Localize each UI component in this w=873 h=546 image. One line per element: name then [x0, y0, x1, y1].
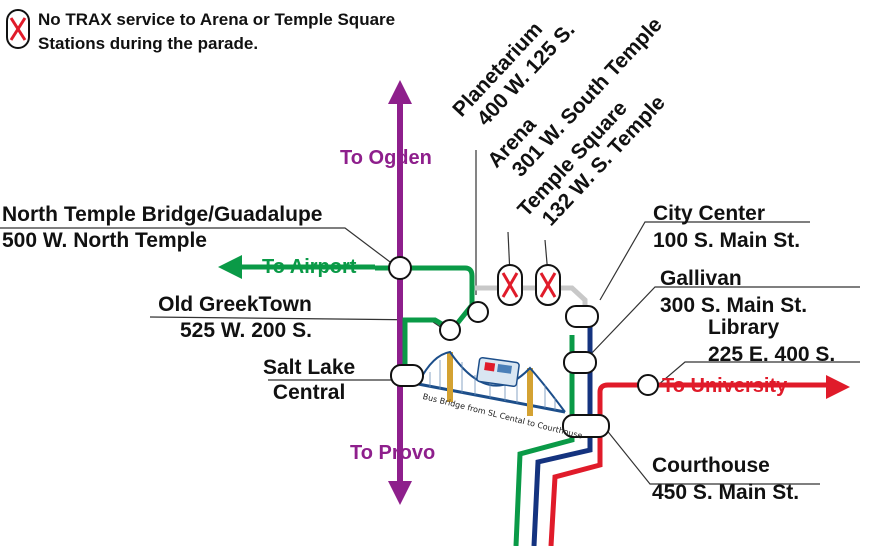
station-planetarium: [467, 301, 489, 323]
closed-station-temple-square: [535, 264, 561, 306]
old-greektown-name: Old GreekTown: [158, 293, 312, 316]
station-salt-lake-central: [390, 364, 424, 387]
station-courthouse: [562, 414, 610, 438]
leader-lines: [0, 150, 860, 485]
direction-provo: To Provo: [350, 442, 436, 464]
city-center-name: City Center: [653, 202, 766, 225]
north-temple-bridge-name: North Temple Bridge/Guadalupe: [2, 203, 323, 226]
airport-arrow: [218, 255, 375, 279]
label-old-greektown: Old GreekTown 525 W. 200 S.: [158, 294, 312, 341]
label-city-center: City Center 100 S. Main St.: [653, 203, 800, 251]
label-north-temple-bridge: North Temple Bridge/Guadalupe 500 W. Nor…: [2, 204, 322, 251]
north-temple-bridge-address: 500 W. North Temple: [2, 229, 207, 252]
bus-bridge-graphic: [417, 350, 566, 416]
gallivan-address: 300 S. Main St.: [660, 294, 808, 317]
city-center-address: 100 S. Main St.: [653, 229, 801, 252]
courthouse-name: Courthouse: [652, 454, 770, 477]
red-line: [548, 430, 603, 546]
old-greektown-address: 525 W. 200 S.: [180, 319, 312, 342]
red-line-university: [597, 382, 830, 430]
station-gallivan: [563, 351, 597, 374]
label-gallivan: Gallivan 300 S. Main St.: [660, 268, 807, 316]
gallivan-name: Gallivan: [660, 267, 742, 290]
closed-station-legend-icon: [6, 9, 30, 49]
blue-line: [531, 320, 593, 546]
legend-notice-line2: Stations during the parade.: [38, 34, 259, 53]
station-city-center: [565, 305, 599, 328]
salt-lake-central-line1: Salt Lake: [263, 356, 356, 379]
label-salt-lake-central: Salt Lake Central: [263, 357, 355, 403]
station-old-greektown: [439, 319, 461, 341]
direction-ogden: To Ogden: [340, 147, 432, 169]
legend-notice: No TRAX service to Arena or Temple Squar…: [38, 8, 395, 56]
label-library: Library 225 E. 400 S.: [708, 317, 835, 365]
library-name: Library: [708, 316, 780, 339]
salt-lake-central-line2: Central: [272, 381, 346, 404]
university-arrow: [826, 375, 850, 399]
legend-notice-line1: No TRAX service to Arena or Temple Squar…: [38, 10, 396, 29]
direction-university: To University: [662, 375, 788, 397]
closed-station-arena: [497, 264, 523, 306]
station-north-temple-bridge: [388, 256, 412, 280]
library-address: 225 E. 400 S.: [708, 343, 836, 366]
direction-airport: To Airport: [262, 256, 357, 278]
green-line-south: [513, 335, 575, 546]
station-library: [637, 374, 659, 396]
label-courthouse: Courthouse 450 S. Main St.: [652, 455, 799, 503]
courthouse-address: 450 S. Main St.: [652, 481, 800, 504]
station-markers: [388, 256, 659, 438]
